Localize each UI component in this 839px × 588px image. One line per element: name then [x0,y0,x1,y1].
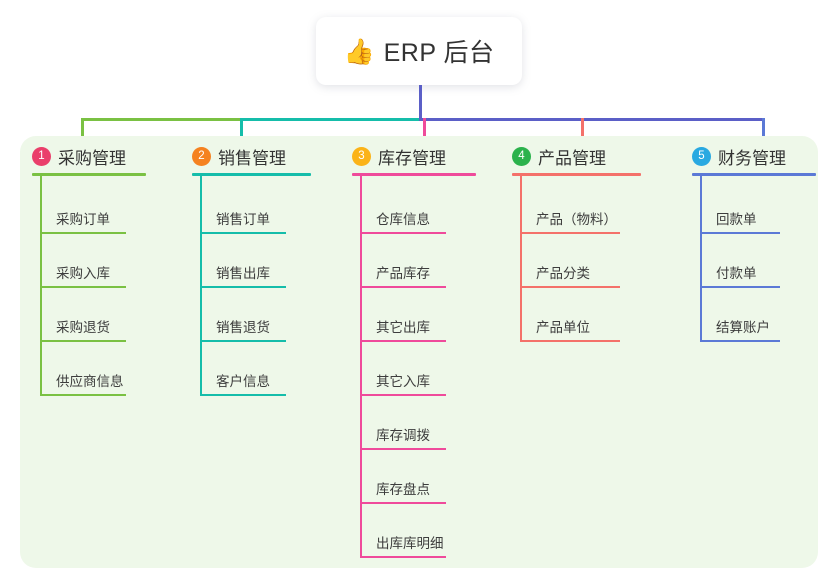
leaf-item[interactable]: 销售出库 [200,262,286,288]
column-spine-1 [40,175,42,396]
column-title-1: 采购管理 [58,149,126,168]
leaf-rule [200,232,286,234]
leaf-item[interactable]: 产品（物料） [520,208,620,234]
leaf-label: 销售订单 [216,212,270,227]
column-header-2[interactable]: 2 销售管理 [192,144,286,169]
leaf-item[interactable]: 产品单位 [520,316,620,342]
column-rule-3 [352,173,476,176]
column-rule-1 [32,173,146,176]
leaf-rule [360,448,446,450]
column-rule-2 [192,173,311,176]
leaf-item[interactable]: 采购入库 [40,262,126,288]
leaf-label: 库存盘点 [376,482,430,497]
column-spine-2 [200,175,202,396]
leaf-rule [40,232,126,234]
column-badge-5: 5 [692,147,711,166]
branches-panel: 1 采购管理采购订单采购入库采购退货供应商信息 2 销售管理销售订单销售出库销售退货客… [20,136,818,568]
leaf-item[interactable]: 供应商信息 [40,370,126,396]
column-spine-5 [700,175,702,342]
leaf-label: 回款单 [716,212,757,227]
leaf-rule [520,232,620,234]
leaf-rule [200,394,286,396]
leaf-rule [200,286,286,288]
column-title-5: 财务管理 [718,149,786,168]
leaf-label: 产品分类 [536,266,590,281]
leaf-rule [360,394,446,396]
leaf-item[interactable]: 销售退货 [200,316,286,342]
leaf-label: 客户信息 [216,374,270,389]
leaf-item[interactable]: 库存调拨 [360,424,446,450]
leaf-label: 产品（物料） [536,212,617,227]
leaf-rule [520,340,620,342]
column-rule-5 [692,173,816,176]
leaf-label: 付款单 [716,266,757,281]
leaf-rule [700,232,780,234]
leaf-item[interactable]: 采购订单 [40,208,126,234]
leaf-rule [40,286,126,288]
column-spine-4 [520,175,522,342]
column-rule-4 [512,173,641,176]
column-header-5[interactable]: 5 财务管理 [692,144,786,169]
leaf-label: 其它出库 [376,320,430,335]
leaf-item[interactable]: 回款单 [700,208,780,234]
leaf-rule [700,340,780,342]
column-title-3: 库存管理 [378,149,446,168]
leaf-label: 库存调拨 [376,428,430,443]
column-badge-3: 3 [352,147,371,166]
leaf-label: 采购订单 [56,212,110,227]
leaf-rule [360,232,446,234]
leaf-item[interactable]: 结算账户 [700,316,780,342]
root-stem [419,85,422,121]
leaf-label: 销售退货 [216,320,270,335]
column-title-4: 产品管理 [538,149,606,168]
leaf-rule [360,340,446,342]
leaf-rule [520,286,620,288]
leaf-rule [360,556,446,558]
root-node[interactable]: 👍 ERP 后台 [316,17,522,85]
leaf-rule [40,394,126,396]
column-spine-3 [360,175,362,558]
leaf-label: 其它入库 [376,374,430,389]
column-header-1[interactable]: 1 采购管理 [32,144,126,169]
leaf-label: 采购退货 [56,320,110,335]
column-badge-2: 2 [192,147,211,166]
column-title-2: 销售管理 [218,149,286,168]
leaf-label: 产品单位 [536,320,590,335]
column-header-4[interactable]: 4 产品管理 [512,144,606,169]
leaf-label: 产品库存 [376,266,430,281]
bar-segment-3 [419,118,765,121]
leaf-label: 结算账户 [716,320,770,335]
leaf-item[interactable]: 其它出库 [360,316,446,342]
leaf-rule [360,286,446,288]
leaf-item[interactable]: 销售订单 [200,208,286,234]
leaf-item[interactable]: 出库库明细 [360,532,446,558]
root-title: ERP 后台 [383,39,495,67]
leaf-item[interactable]: 库存盘点 [360,478,446,504]
leaf-item[interactable]: 产品库存 [360,262,446,288]
leaf-label: 供应商信息 [56,374,124,389]
leaf-rule [700,286,780,288]
leaf-label: 销售出库 [216,266,270,281]
column-badge-1: 1 [32,147,51,166]
thumbs-up-icon: 👍 [343,37,375,66]
bar-segment-2 [240,118,419,121]
leaf-rule [40,340,126,342]
leaf-item[interactable]: 其它入库 [360,370,446,396]
leaf-item[interactable]: 产品分类 [520,262,620,288]
leaf-rule [200,340,286,342]
leaf-item[interactable]: 客户信息 [200,370,286,396]
leaf-label: 出库库明细 [376,536,444,551]
bar-segment-1 [81,118,243,121]
leaf-rule [360,502,446,504]
leaf-item[interactable]: 付款单 [700,262,780,288]
leaf-item[interactable]: 采购退货 [40,316,126,342]
column-badge-4: 4 [512,147,531,166]
leaf-label: 仓库信息 [376,212,430,227]
leaf-label: 采购入库 [56,266,110,281]
leaf-item[interactable]: 仓库信息 [360,208,446,234]
column-header-3[interactable]: 3 库存管理 [352,144,446,169]
